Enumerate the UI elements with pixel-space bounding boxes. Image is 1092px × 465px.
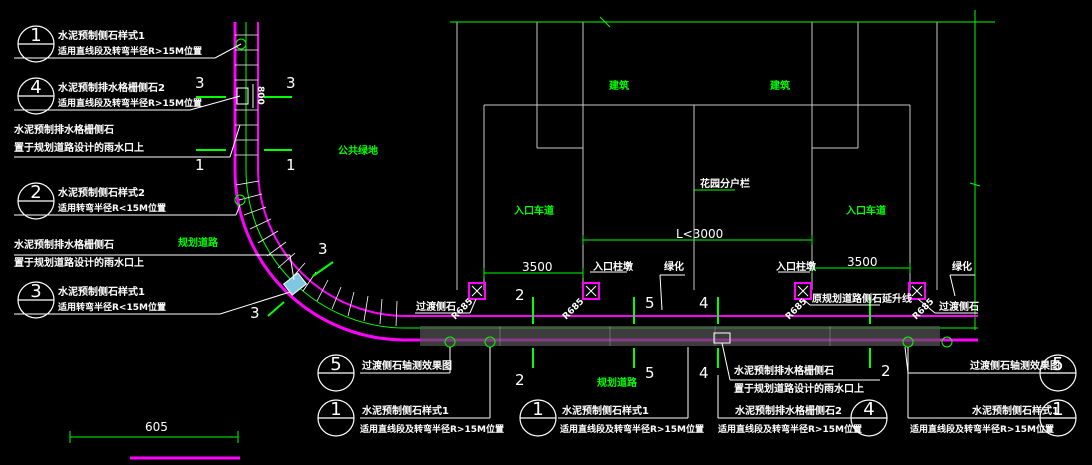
curb-line: [233, 22, 978, 342]
callout-text: 水泥预制侧石样式1: [361, 404, 449, 417]
callout-text: 水泥预制排水格栅侧石2: [57, 81, 165, 94]
section-cuts: [196, 96, 871, 368]
transition-curb-label: 过渡侧石: [416, 300, 456, 313]
callout-text: 适用直线段及转弯半径R>15M位置: [718, 423, 862, 435]
callout-text: 水泥预制排水格栅侧石2: [734, 404, 842, 417]
callout-text: 适用直线段及转弯半径R>15M位置: [560, 423, 704, 435]
section-mark: 3: [250, 304, 260, 322]
section-mark: 5: [645, 294, 655, 312]
callout-number: 1: [1052, 399, 1063, 420]
greening-label: 绿化: [952, 260, 972, 273]
section-mark: 3: [195, 74, 205, 92]
callout-text: 适用直线段及转弯半径R>15M位置: [360, 423, 504, 435]
callout-text: 适用直线段及转弯半径R>15M位置: [58, 97, 202, 109]
grate-curb-top: [236, 87, 249, 105]
callout-number: 1: [532, 399, 543, 420]
entry-drive-label: 入口车道: [846, 204, 886, 217]
dimension-text: 605: [145, 420, 168, 434]
callout-number: 1: [30, 25, 41, 46]
garden-divider-label: 花园分户栏: [700, 177, 750, 190]
callout-text: 过渡侧石轴测效果图: [362, 359, 452, 372]
dimension-text: 800: [255, 86, 265, 105]
section-mark: 5: [645, 364, 655, 382]
transition-curb-label: 过渡侧石: [939, 300, 979, 313]
callout-text: 水泥预制侧石样式1: [57, 29, 145, 42]
dimension-text: 3500: [522, 260, 553, 274]
callout-text: 水泥预制侧石样式1: [971, 404, 1059, 417]
note-text: 水泥预制排水格栅侧石: [13, 123, 114, 136]
callout-text: 过渡侧石轴测效果图: [970, 359, 1060, 372]
section-mark: 1: [195, 156, 205, 174]
section-mark: 2: [881, 362, 891, 380]
note-text: 水泥预制排水格栅侧石: [733, 364, 834, 377]
upright-line-label: 原规划道路侧石延升线: [812, 292, 912, 305]
greening-label: 绿化: [664, 260, 684, 273]
section-mark: 4: [699, 364, 709, 382]
bollard-label: 入口柱墩: [593, 260, 634, 273]
callout-circles: [17, 25, 1077, 437]
building-outlines: [456, 22, 938, 290]
grate-curb-curve: [282, 272, 308, 296]
section-mark: 3: [318, 240, 328, 258]
note-text: 水泥预制排水格栅侧石: [13, 238, 114, 251]
curb-ticks: [235, 34, 398, 327]
radius-label: R685: [561, 297, 586, 322]
dimension-text: L<3000: [676, 227, 723, 241]
entry-drive-label: 入口车道: [514, 204, 554, 217]
bollard-label: 入口柱墩: [776, 260, 817, 273]
callout-text: 水泥预制侧石样式1: [57, 285, 145, 298]
section-mark: 1: [286, 156, 296, 174]
callout-number: 4: [30, 77, 41, 98]
callout-number: 3: [30, 281, 41, 302]
callout-number: 2: [30, 182, 41, 203]
callout-number: 5: [330, 354, 341, 375]
paving-hatch: [420, 326, 940, 346]
section-mark: 2: [515, 371, 525, 389]
callout-number: 5: [1052, 354, 1063, 375]
leader-lines: [14, 43, 1050, 419]
callout-text: 适用转弯半径R<15M位置: [58, 202, 166, 214]
radius-label: R685: [784, 297, 809, 322]
area-label-road-bottom: 规划道路: [597, 376, 638, 389]
dimension-text: 3500: [847, 255, 878, 269]
dimensions: [69, 84, 911, 443]
note-text: 置于规划道路设计的雨水口上: [14, 141, 144, 154]
radius-label: R685: [911, 297, 936, 322]
callout-text: 适用转弯半径R<15M位置: [58, 301, 166, 313]
section-mark: 3: [286, 74, 296, 92]
area-label-public-green: 公共绿地: [338, 144, 378, 157]
area-label-road-curve: 规划道路: [178, 236, 219, 249]
callout-text: 水泥预制侧石样式1: [561, 404, 649, 417]
section-mark: 4: [699, 294, 709, 312]
building-label: 建筑: [608, 79, 629, 92]
callout-text: 适用直线段及转弯半径R>15M位置: [58, 45, 202, 57]
note-text: 置于规划道路设计的雨水口上: [734, 382, 864, 395]
note-text: 置于规划道路设计的雨水口上: [14, 256, 144, 269]
callout-text: 水泥预制侧石样式2: [57, 186, 145, 199]
callout-number: 1: [330, 399, 341, 420]
building-label: 建筑: [769, 79, 790, 92]
callout-number: 4: [863, 399, 874, 420]
callout-text: 适用直线段及转弯半径R>15M位置: [910, 423, 1054, 435]
section-mark: 2: [515, 286, 525, 304]
